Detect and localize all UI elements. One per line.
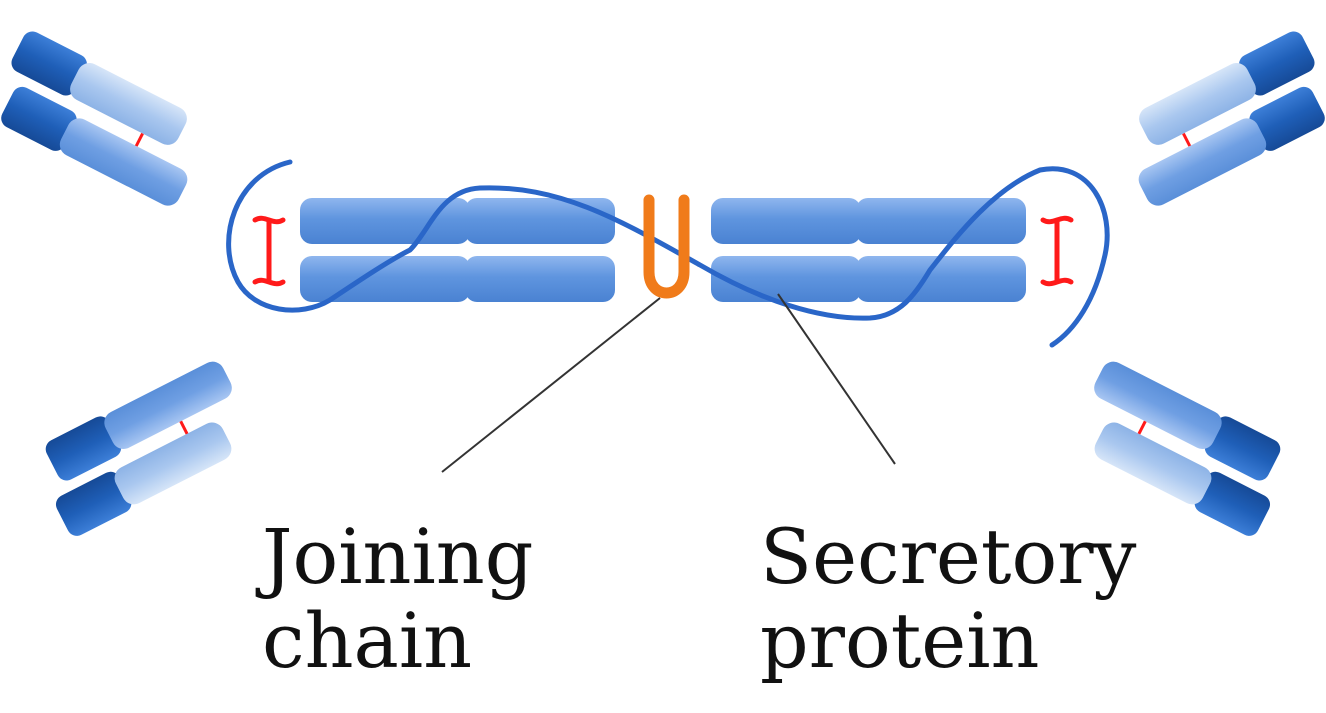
left-hinge-disulfide (255, 218, 283, 283)
secretory-protein-label-line1: Secretory (760, 512, 1137, 601)
secretory-protein-label-line2: protein (760, 596, 1040, 685)
secretory-protein-label: Secretory protein (760, 515, 1136, 683)
joining-chain-label-line2: chain (262, 596, 473, 685)
lower-left-fab (26, 354, 263, 541)
joining-chain-leader-line (441, 297, 661, 473)
joining-chain-label: Joining chain (262, 515, 533, 683)
upper-left-fab (0, 26, 219, 214)
secretory-component-icon (226, 159, 1110, 348)
antibody-left-icon (0, 26, 615, 541)
upper-right-fab (1107, 26, 1326, 214)
joining-chain-icon (643, 194, 690, 299)
right-hinge-disulfide (1043, 218, 1071, 283)
joining-chain-label-line1: Joining (262, 512, 534, 601)
antibody-right-icon (711, 26, 1326, 541)
secretory-protein-leader-line (777, 293, 896, 465)
